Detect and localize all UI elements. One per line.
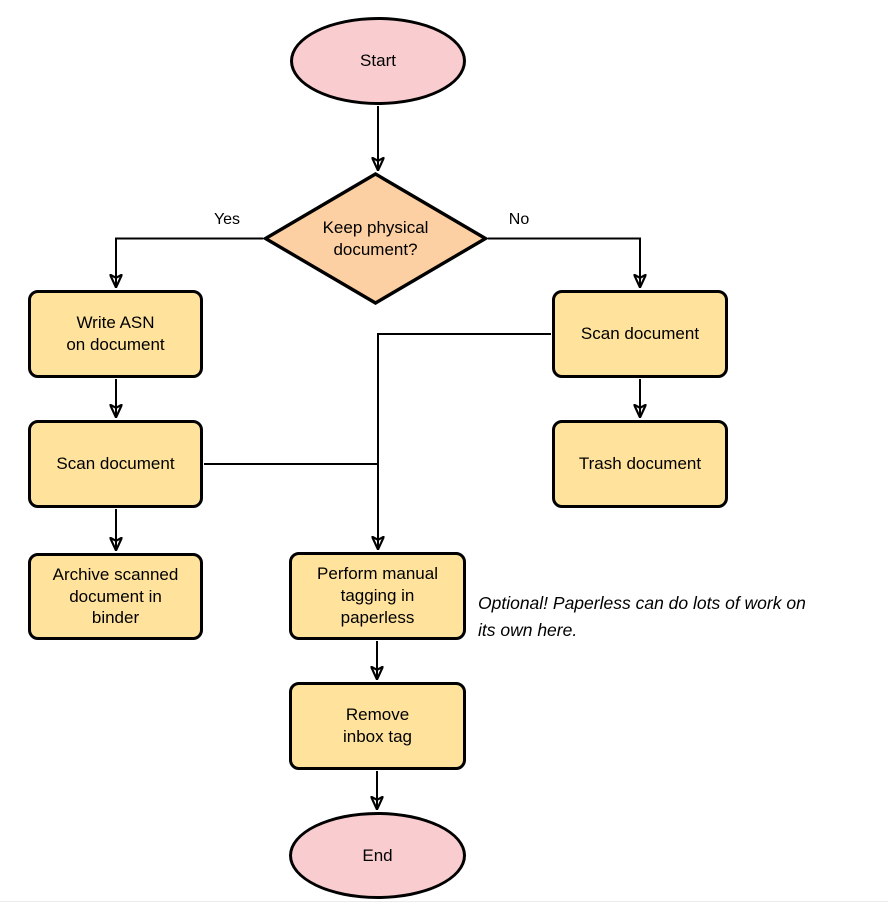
node-scan-document-left-label: Scan document — [56, 454, 175, 474]
decision-diamond-shape — [263, 172, 488, 305]
optional-note: Optional! Paperless can do lots of work … — [478, 593, 806, 641]
node-remove-inbox-tag-label: Remove inbox tag — [343, 705, 412, 746]
node-remove-inbox-tag: Remove inbox tag — [289, 682, 466, 770]
node-archive-binder: Archive scanned document in binder — [28, 553, 203, 640]
node-decision: Keep physical document? — [263, 172, 488, 305]
edge-label-no: No — [494, 211, 544, 229]
canvas-bottom-divider — [0, 901, 888, 902]
node-start-label: Start — [360, 51, 396, 71]
node-scan-document-right: Scan document — [552, 290, 728, 378]
node-trash-document-label: Trash document — [578, 454, 702, 474]
node-archive-binder-label: Archive scanned document in binder — [52, 564, 179, 628]
node-scan-document-right-label: Scan document — [580, 324, 700, 344]
node-end-label: End — [362, 845, 393, 865]
node-trash-document: Trash document — [552, 420, 728, 508]
node-manual-tagging: Perform manual tagging in paperless — [289, 552, 466, 640]
edge-scanright-to-tagging — [378, 333, 551, 549]
node-scan-document-left: Scan document — [28, 420, 203, 508]
node-manual-tagging-label: Perform manual tagging in paperless — [317, 564, 438, 627]
edge-decision-no — [488, 237, 640, 288]
node-decision-label: Keep physical document? — [322, 217, 429, 259]
node-start: Start — [290, 17, 466, 105]
node-end: End — [289, 812, 466, 899]
edge-label-yes: Yes — [200, 211, 254, 229]
node-write-asn: Write ASN on document — [28, 290, 203, 378]
edge-decision-yes — [116, 237, 263, 288]
node-write-asn-label: Write ASN on document — [66, 313, 165, 354]
